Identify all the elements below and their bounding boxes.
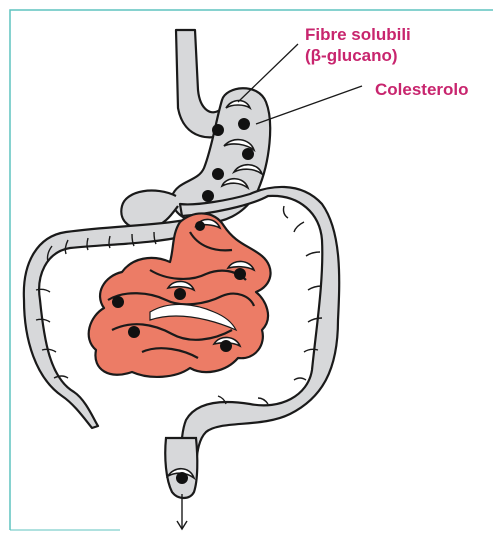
cholesterol-dot [195, 221, 205, 231]
cholesterol-dot [234, 268, 246, 280]
cholesterol-dot [238, 118, 250, 130]
cholesterol-dot [174, 288, 186, 300]
cholesterol-label: Colesterolo [375, 79, 469, 100]
fiber-label-line2: (β-glucano) [305, 45, 398, 66]
cholesterol-dot [202, 190, 214, 202]
cholesterol-pointer-line [256, 86, 362, 124]
cholesterol-dot [128, 326, 140, 338]
cholesterol-dot [220, 340, 232, 352]
cholesterol-dot [242, 148, 254, 160]
fiber-pointer-line [238, 44, 298, 102]
cholesterol-dot [212, 168, 224, 180]
cholesterol-dot [176, 472, 188, 484]
cholesterol-dot [212, 124, 224, 136]
cholesterol-dot [112, 296, 124, 308]
fiber-label-line1: Fibre solubili [305, 24, 411, 45]
